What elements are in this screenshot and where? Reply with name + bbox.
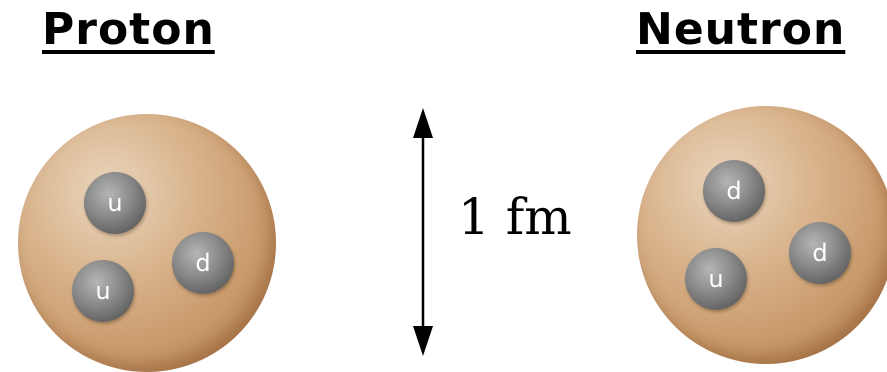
proton-quark-up-2: u bbox=[72, 260, 134, 322]
arrowhead-up-icon bbox=[413, 108, 433, 138]
neutron-quark-up: u bbox=[685, 248, 747, 310]
neutron-quark-down-2: d bbox=[789, 222, 851, 284]
scale-arrow-icon bbox=[398, 108, 448, 356]
proton-quark-up-1: u bbox=[84, 172, 146, 234]
proton-quark-down: d bbox=[172, 232, 234, 294]
neutron-particle: d u d bbox=[637, 106, 887, 364]
arrowhead-down-icon bbox=[413, 326, 433, 356]
neutron-title: Neutron bbox=[636, 6, 845, 54]
scale-label: 1 fm bbox=[458, 192, 572, 242]
proton-particle: u u d bbox=[18, 114, 276, 372]
neutron-quark-down-1: d bbox=[703, 160, 765, 222]
proton-title: Proton bbox=[42, 6, 215, 54]
